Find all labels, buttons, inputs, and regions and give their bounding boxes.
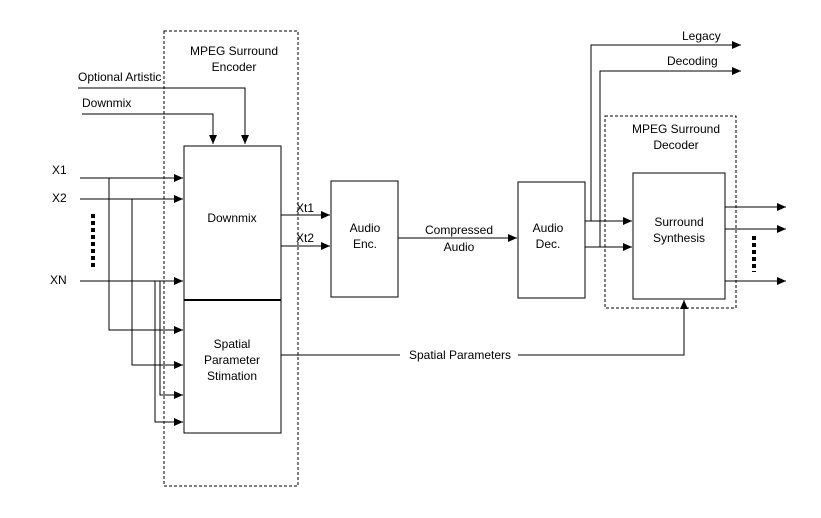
- x1-label: X1: [52, 163, 67, 177]
- x2-label: X2: [52, 191, 67, 205]
- spatial-parameter-block: [183, 299, 282, 434]
- x1-branch-arrow: [108, 178, 183, 334]
- audio-enc-line1: Audio: [350, 221, 381, 235]
- downmix-input-label: Downmix: [82, 96, 131, 110]
- compressed-label-line1: Compressed: [425, 223, 493, 237]
- downmix-input-arrow: [82, 113, 217, 144]
- xn-branch-arrow-2: [159, 281, 183, 399]
- downmix-block: [183, 145, 282, 301]
- spatial-label-line3: Stimation: [207, 369, 257, 383]
- spatial-label-line1: Spatial: [214, 337, 251, 351]
- optional-artistic-label: Optional Artistic: [78, 70, 161, 84]
- decoding-arrow: [599, 67, 741, 247]
- decoding-label: Decoding: [667, 54, 718, 68]
- legacy-label: Legacy: [682, 29, 721, 43]
- xt1-label: Xt1: [296, 201, 314, 215]
- xn-branch-arrow-1: [154, 281, 183, 426]
- optional-artistic-arrow: [78, 87, 249, 144]
- spatial-parameters-label: Spatial Parameters: [409, 348, 511, 362]
- x2-branch-arrow: [131, 199, 183, 369]
- legacy-arrow: [590, 41, 741, 221]
- encoder-title-line2: Encoder: [212, 60, 257, 74]
- xn-label: XN: [50, 273, 67, 287]
- audio-dec-line1: Audio: [533, 221, 564, 235]
- decoder-title-line2: Decoder: [653, 138, 698, 152]
- synthesis-label-line2: Synthesis: [653, 231, 705, 245]
- audio-enc-block: [330, 180, 399, 298]
- spatial-label-line2: Parameter: [204, 353, 260, 367]
- synthesis-label-line1: Surround: [654, 215, 703, 229]
- compressed-label-line2: Audio: [444, 240, 475, 254]
- decoder-title-line1: MPEG Surround: [632, 122, 720, 136]
- decoder-container: [604, 115, 737, 309]
- encoder-container: [163, 30, 299, 487]
- surround-synthesis-block: [632, 172, 726, 300]
- audio-dec-line2: Dec.: [536, 237, 561, 251]
- downmix-label: Downmix: [207, 211, 256, 225]
- audio-dec-block: [517, 181, 586, 299]
- audio-enc-line2: Enc.: [353, 237, 377, 251]
- spatial-parameters-label-bg: [400, 346, 518, 362]
- xt2-label: Xt2: [296, 231, 314, 245]
- encoder-title-line1: MPEG Surround: [190, 44, 278, 58]
